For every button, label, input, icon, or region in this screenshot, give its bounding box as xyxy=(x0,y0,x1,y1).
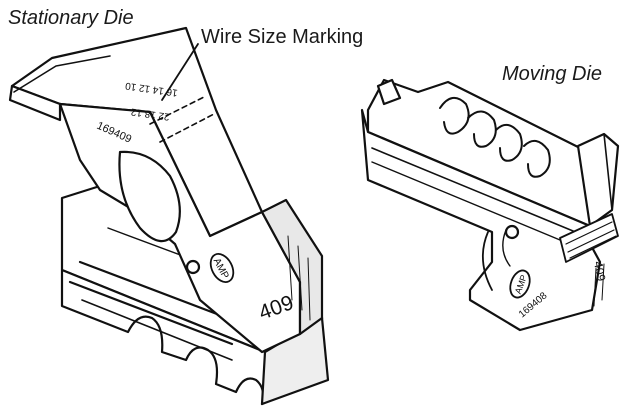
moving-end-block xyxy=(576,132,620,228)
stationary-die xyxy=(8,26,330,406)
stationary-arm-window xyxy=(118,150,181,243)
moving-spring xyxy=(439,97,551,178)
moving-die-label: Moving Die xyxy=(502,63,603,85)
moving-die xyxy=(360,78,620,332)
screw-hole xyxy=(185,259,201,275)
wire-size-marking-label: Wire Size Marking xyxy=(201,26,364,48)
stationary-die-label: Stationary Die xyxy=(8,7,134,29)
moving-die-number: 409 xyxy=(591,260,608,282)
wire-size-pointer xyxy=(161,43,199,101)
stationary-wire-sizes-2: 22 18 12 xyxy=(130,106,171,122)
